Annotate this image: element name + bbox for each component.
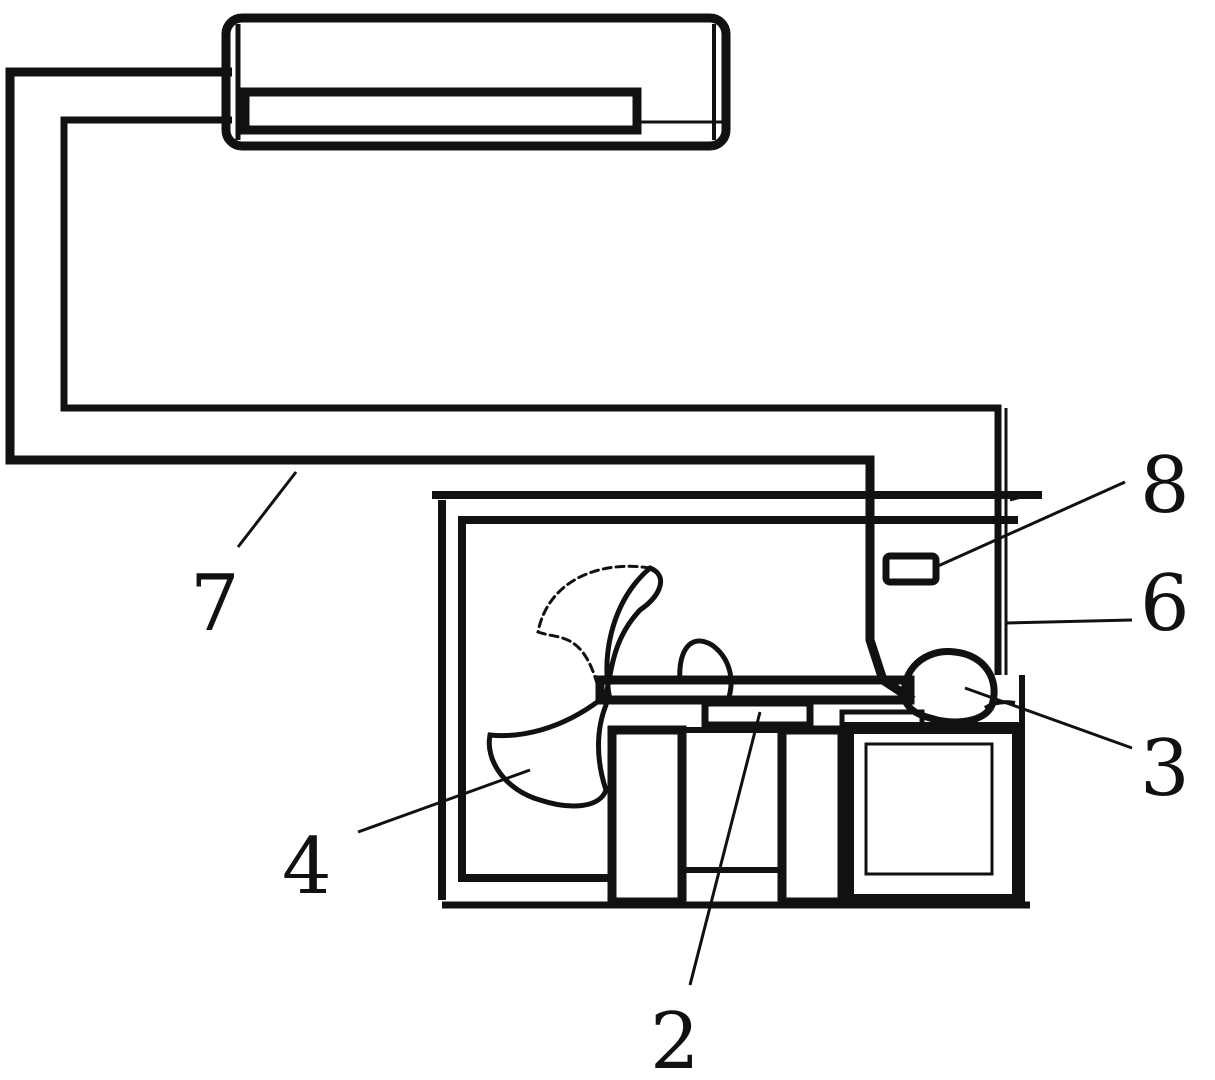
label-7: 7: [190, 559, 240, 649]
leader-8: [937, 480, 1126, 568]
compressor-inner: [864, 742, 994, 876]
motor-block-right: [777, 725, 847, 907]
connecting-pipe: [5, 67, 1008, 704]
motor-block-left: [607, 725, 687, 907]
leader-4: [357, 768, 531, 834]
leader-lines: [236, 471, 1133, 986]
drive-shaft: [595, 675, 915, 705]
label-6: 6: [1140, 559, 1190, 649]
fan-blade-left: [486, 697, 609, 809]
accumulator: [900, 648, 998, 726]
compressor-assembly: [595, 675, 1024, 907]
fan-blade-top-dashed: [536, 564, 652, 697]
indoor-unit: [221, 13, 731, 151]
outdoor-inner-frame: [458, 516, 1018, 882]
fan-blade-right: [677, 638, 734, 703]
label-8: 8: [1140, 441, 1190, 531]
label-4: 4: [282, 822, 332, 912]
fan: [486, 564, 734, 809]
leader-6: [1005, 618, 1133, 625]
compressor-body: [842, 722, 1024, 906]
leader-2: [688, 711, 762, 986]
fan-blade-top: [602, 565, 663, 703]
motor-block-middle: [679, 727, 785, 873]
indoor-unit-housing: [221, 13, 731, 151]
label-3: 3: [1140, 724, 1190, 814]
label-2: 2: [650, 997, 700, 1080]
sensor-box: [882, 552, 940, 586]
leader-7: [236, 471, 298, 548]
leader-3: [964, 686, 1133, 750]
accumulator-fitting: [983, 700, 1016, 710]
outdoor-corner-hook: [1009, 494, 1043, 502]
indoor-unit-outlet: [240, 87, 642, 135]
